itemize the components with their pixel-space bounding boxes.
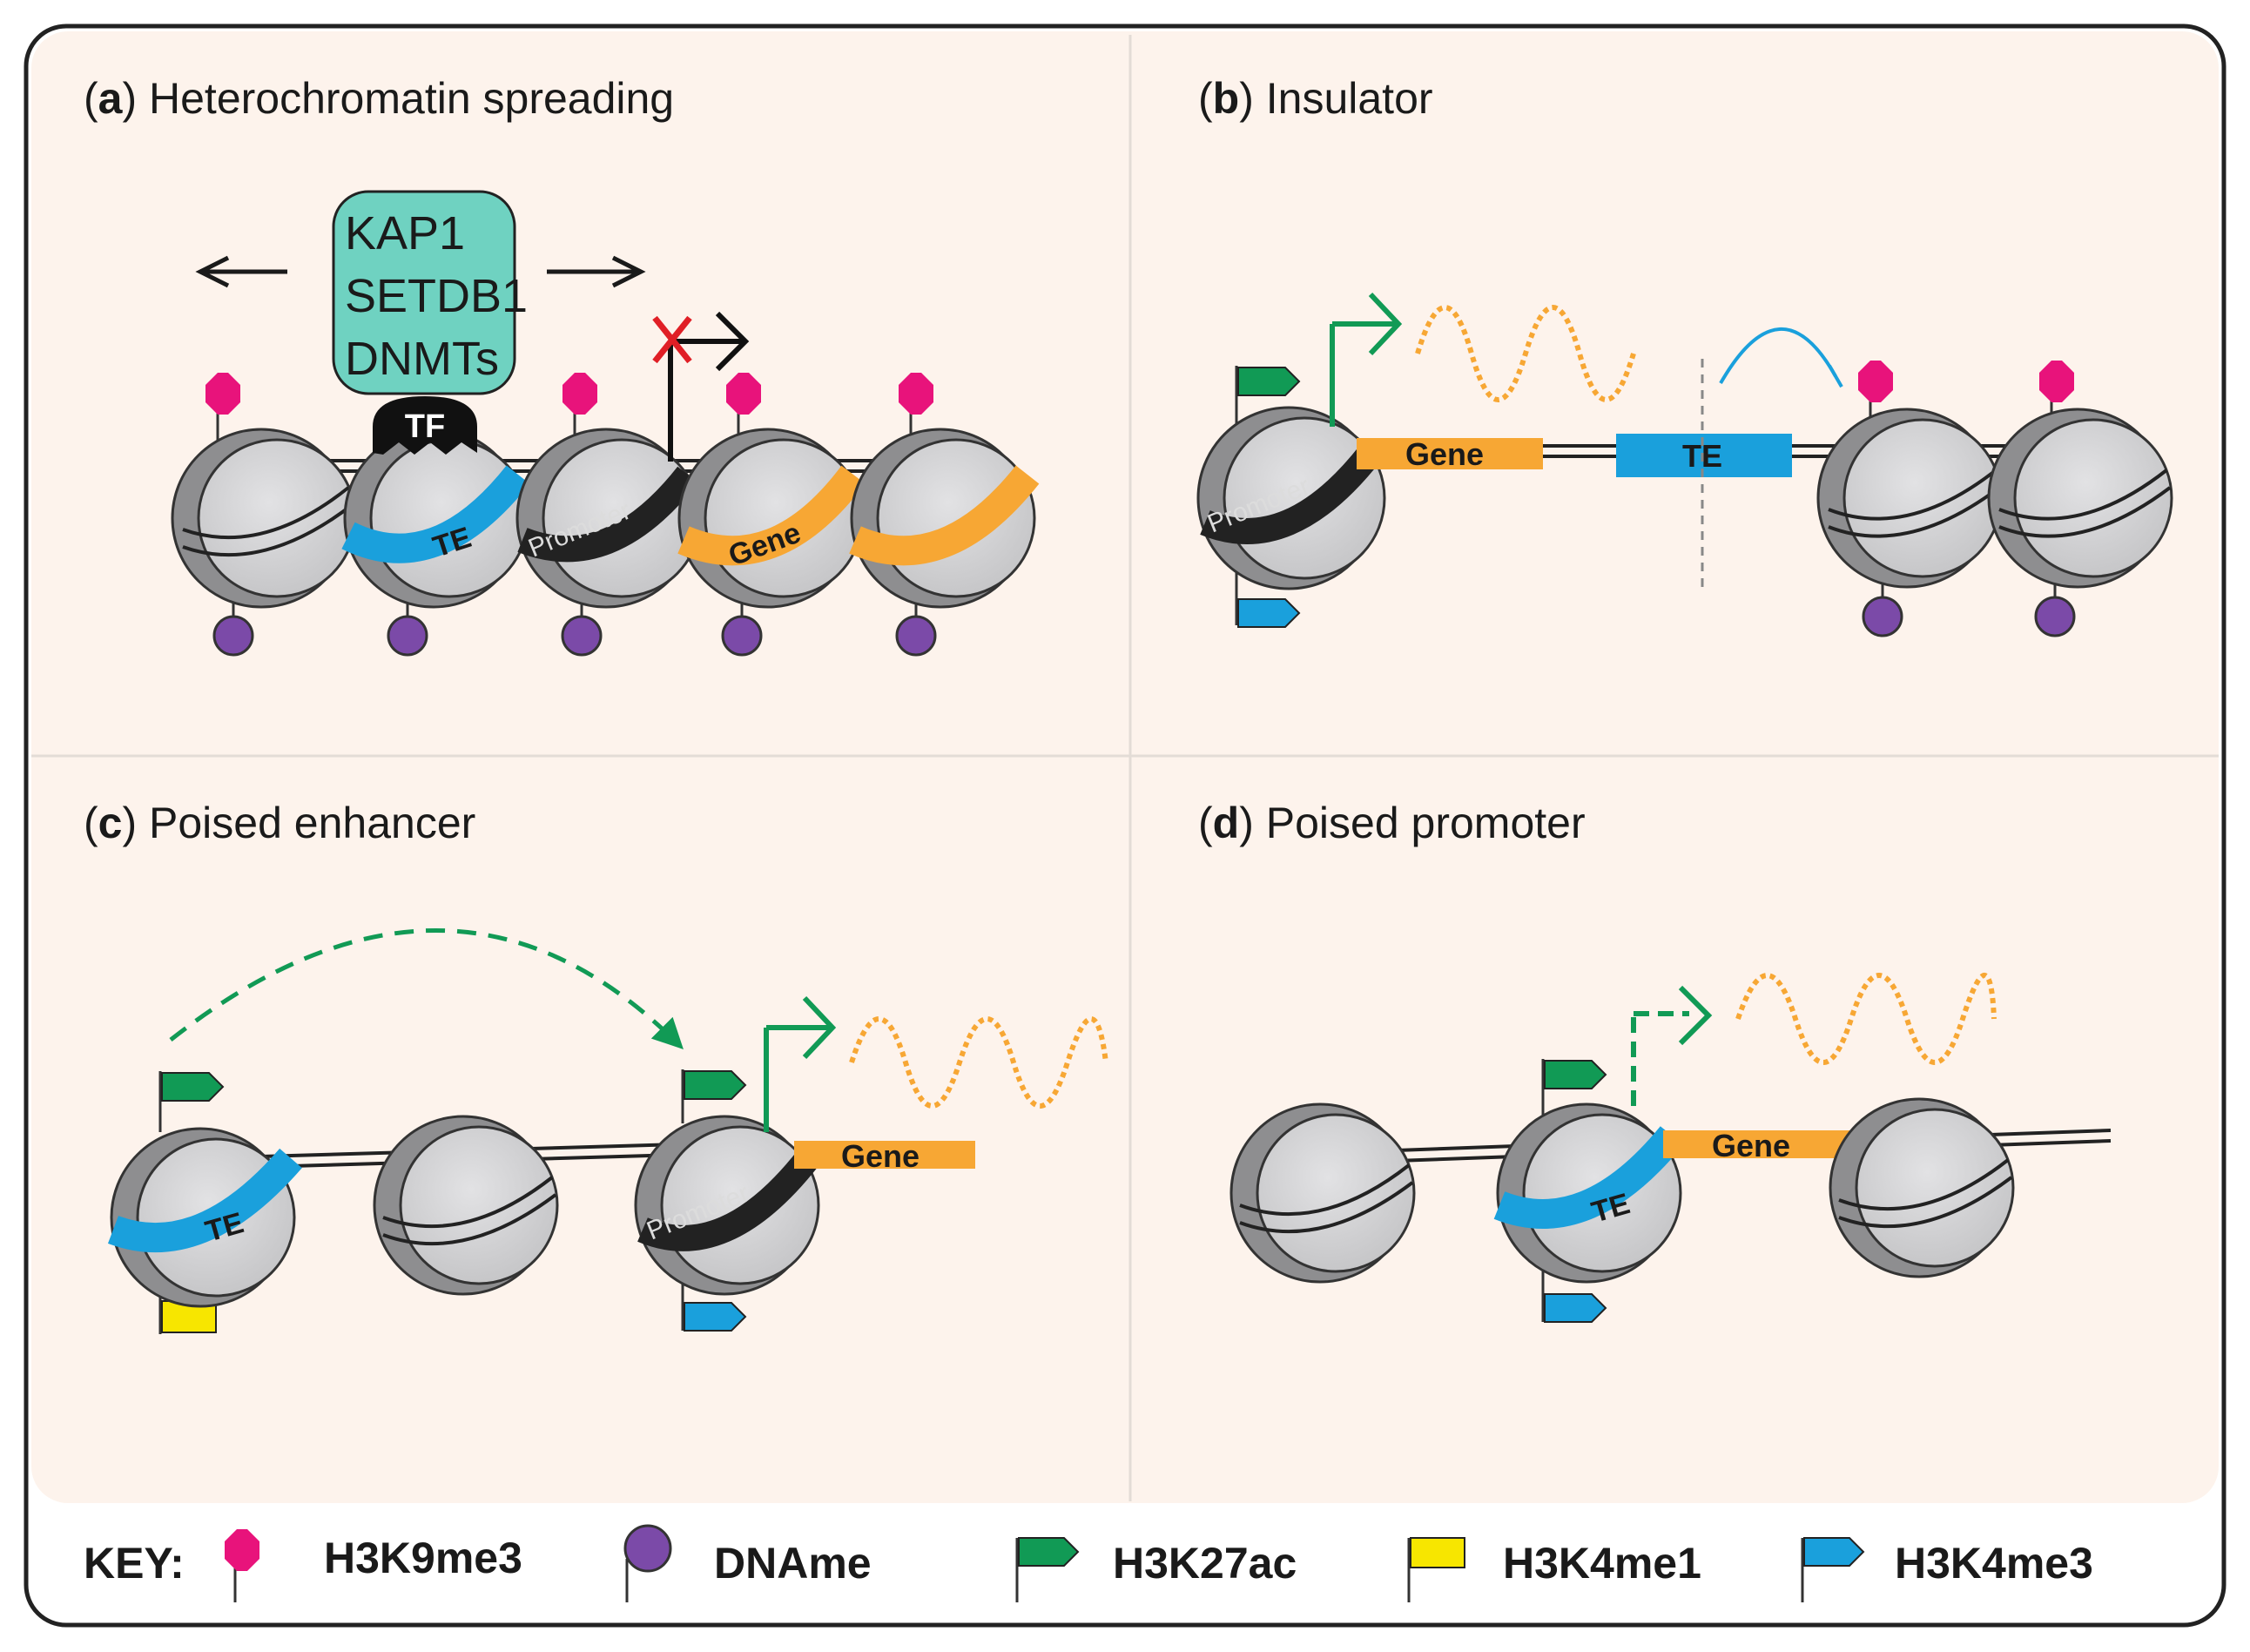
nucleosome-promoter: Promoter — [515, 428, 702, 657]
nucleosome — [1829, 1097, 2015, 1278]
tf-label: TF — [405, 408, 445, 445]
nucleosome-te: TE — [341, 428, 530, 657]
nucleosome-gene — [849, 428, 1040, 657]
complex-line-3: DNMTs — [345, 333, 499, 385]
nucleosome-promoter: Promoter — [634, 1115, 820, 1296]
panel-d-title: (d) Poised promoter — [1198, 799, 1586, 847]
key-legend: KEY: H3K9me3 DNAme H3K27ac H3K4me1 H3K4m… — [84, 1524, 2093, 1602]
complex-line-1: KAP1 — [345, 207, 465, 260]
panel-a-title: (a) Heterochromatin spreading — [84, 74, 674, 123]
nucleosome — [171, 428, 357, 657]
key-label-h3k4me3: H3K4me3 — [1895, 1539, 2093, 1588]
h3k4me3-icon — [1801, 1537, 1865, 1602]
nucleosome-te: TE — [107, 1127, 302, 1308]
te-bar — [1616, 434, 1792, 477]
key-label-h3k9me3: H3K9me3 — [324, 1534, 522, 1582]
blocked-tss-arrow — [652, 311, 750, 462]
h3k9me3-icon — [225, 1529, 259, 1602]
repression-x-icon — [652, 315, 692, 364]
dname-icon — [623, 1524, 672, 1602]
nucleosome — [1229, 1102, 1416, 1284]
tf-protein: TF — [373, 396, 477, 455]
panel-a: TE TF KAP1 SETDB1 DNMTs Promoter — [171, 190, 1040, 657]
key-label-dname: DNAme — [714, 1539, 872, 1588]
panel-d: TE Gene — [1229, 973, 2112, 1323]
active-tss-arrow — [1330, 292, 1403, 427]
transcript-wave — [1735, 973, 1997, 1065]
panel-b: Promoter Gene TE — [1196, 292, 2173, 637]
panel-c: TE Promoter Gen — [107, 928, 1108, 1334]
gene-label: Gene — [1405, 436, 1484, 472]
h3k4me3-mark — [681, 1254, 747, 1332]
gene-bar — [794, 1141, 975, 1169]
nucleosome — [1987, 408, 2173, 637]
h3k4me1-icon — [1407, 1537, 1465, 1602]
complex-line-2: SETDB1 — [345, 270, 528, 322]
transcript-wave — [849, 1016, 1108, 1109]
active-tss-arrow — [764, 995, 837, 1132]
key-title: KEY: — [84, 1539, 185, 1588]
key-label-h3k27ac: H3K27ac — [1113, 1539, 1297, 1588]
spread-left-arrow — [195, 255, 287, 288]
panel-c-title: (c) Poised enhancer — [84, 799, 475, 847]
poised-tss-arrowhead — [1678, 985, 1713, 1046]
key-label-h3k4me1: H3K4me1 — [1503, 1539, 1701, 1588]
h3k27ac-mark — [1541, 1059, 1607, 1115]
nucleosome — [1816, 408, 2003, 637]
h3k27ac-mark — [681, 1069, 747, 1123]
panel-b-title: (b) Insulator — [1198, 74, 1433, 123]
kap1-complex: KAP1 SETDB1 DNMTs — [332, 190, 528, 395]
gene-bar — [1663, 1130, 1849, 1158]
spread-right-arrow — [547, 255, 646, 288]
nucleosome-te: TE — [1493, 1102, 1684, 1284]
nucleosome — [373, 1115, 559, 1296]
h3k27ac-icon — [1015, 1537, 1080, 1602]
gene-bar — [1357, 438, 1543, 469]
h3k4me3-mark — [1541, 1245, 1607, 1323]
enhancer-loop-arrow — [169, 928, 684, 1049]
nucleosome-gene: Gene — [677, 428, 866, 657]
blocking-arc — [1719, 327, 1843, 388]
h3k27ac-mark — [158, 1071, 225, 1132]
nucleosome-promoter: Promoter — [1196, 406, 1386, 590]
gene-label: Gene — [1712, 1128, 1790, 1163]
transcript-wave — [1415, 305, 1636, 402]
poised-tss-arrow — [1631, 1011, 1689, 1106]
gene-label: Gene — [841, 1138, 920, 1174]
